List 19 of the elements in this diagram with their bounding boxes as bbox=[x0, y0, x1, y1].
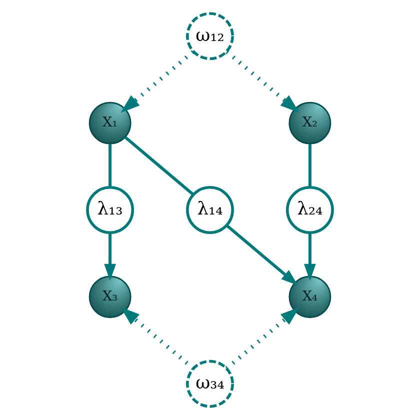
arrow bbox=[226, 50, 300, 113]
node-circle: ω₁₂ bbox=[186, 12, 234, 60]
arrow bbox=[120, 307, 195, 370]
arrow bbox=[104, 232, 116, 281]
arrow bbox=[120, 50, 194, 113]
node-circle: λ₁₃ bbox=[86, 186, 134, 234]
node-circle: λ₂₄ bbox=[286, 186, 334, 234]
arrow bbox=[226, 224, 298, 286]
node-circle: ω₃₄ bbox=[186, 360, 234, 408]
node-circle: X₁ bbox=[88, 102, 132, 144]
connector bbox=[124, 136, 194, 196]
connector bbox=[108, 144, 112, 187]
arrow bbox=[304, 232, 316, 281]
node-circle: X₄ bbox=[288, 276, 332, 318]
node-circle: X₃ bbox=[88, 276, 132, 318]
node-circle: λ₁₄ bbox=[186, 186, 234, 234]
connector bbox=[308, 144, 312, 187]
node-circle: X₂ bbox=[288, 102, 332, 144]
arrow bbox=[225, 307, 300, 370]
